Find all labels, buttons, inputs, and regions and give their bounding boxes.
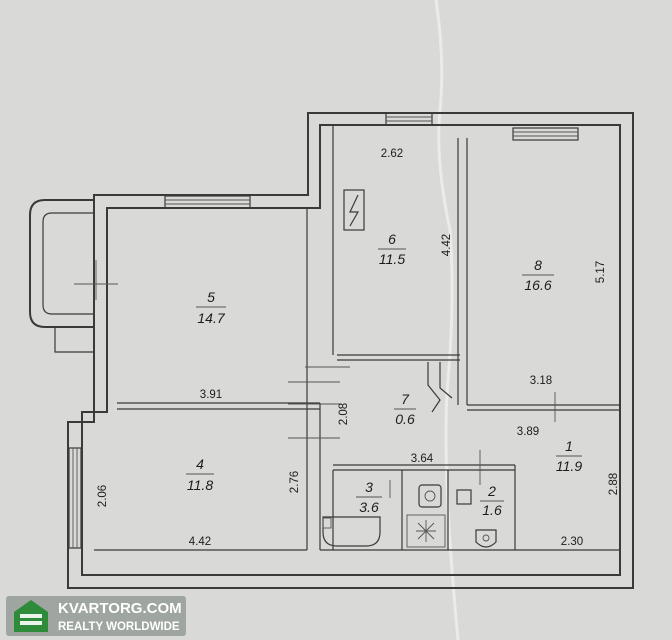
room-4-number: 4	[196, 456, 204, 472]
watermark-subtitle: REALTY WORLDWIDE	[58, 621, 180, 633]
room-7-number: 7	[401, 391, 410, 407]
room-4-area: 11.8	[187, 477, 213, 493]
room-7-area: 0.6	[395, 411, 415, 427]
room-1-number: 1	[565, 438, 573, 454]
watermark-backdrop	[6, 596, 186, 636]
dim-2-76: 2.76	[289, 471, 301, 493]
bathtub-icon	[322, 516, 381, 547]
room-2-area: 1.6	[482, 502, 502, 518]
electrical-panel-icon	[343, 189, 365, 231]
watermark: KVARTORG.COM REALTY WORLDWIDE	[6, 596, 186, 636]
room-3-area: 3.6	[359, 499, 379, 515]
interior-walls	[94, 125, 620, 551]
outer-walls	[67, 112, 634, 589]
paper-crease	[434, 0, 460, 640]
room-8-number: 8	[534, 257, 542, 273]
room-6-area: 11.5	[379, 251, 405, 267]
dim-3-89: 3.89	[517, 426, 539, 438]
dim-2-88: 2.88	[608, 473, 620, 495]
room-2-number: 2	[487, 483, 496, 499]
room-6-number: 6	[388, 231, 396, 247]
dimension-labels: 2.62 4.42 5.17 3.91 2.08 3.18 3.89 3.64 …	[97, 148, 620, 548]
room-3-number: 3	[365, 479, 373, 495]
dim-4-42-horizontal: 4.42	[189, 536, 211, 548]
floor-drain-icon	[406, 514, 446, 548]
house-logo-icon	[14, 600, 48, 632]
room-8-area: 16.6	[524, 277, 551, 293]
toilet-icon	[456, 489, 497, 548]
dim-2-30: 2.30	[561, 536, 583, 548]
dim-2-06: 2.06	[97, 485, 109, 507]
door-marks	[288, 362, 556, 498]
dim-5-17: 5.17	[595, 261, 607, 283]
balcony	[29, 199, 118, 353]
room-labels: 1 11.9 2 1.6 3 3.6 4 11.8 5 14.7 6 11.5 …	[186, 231, 582, 518]
dim-3-18: 3.18	[530, 375, 552, 387]
sink-icon	[418, 484, 442, 508]
dim-3-91: 3.91	[200, 389, 222, 401]
dim-2-62: 2.62	[381, 148, 403, 160]
dim-4-42-vertical: 4.42	[441, 234, 453, 256]
room-5-area: 14.7	[197, 310, 225, 326]
dim-3-64: 3.64	[411, 453, 434, 465]
watermark-title: KVARTORG.COM	[58, 600, 182, 617]
room-5-number: 5	[207, 289, 215, 305]
dim-2-08: 2.08	[338, 403, 350, 425]
room-1-area: 11.9	[556, 458, 582, 474]
